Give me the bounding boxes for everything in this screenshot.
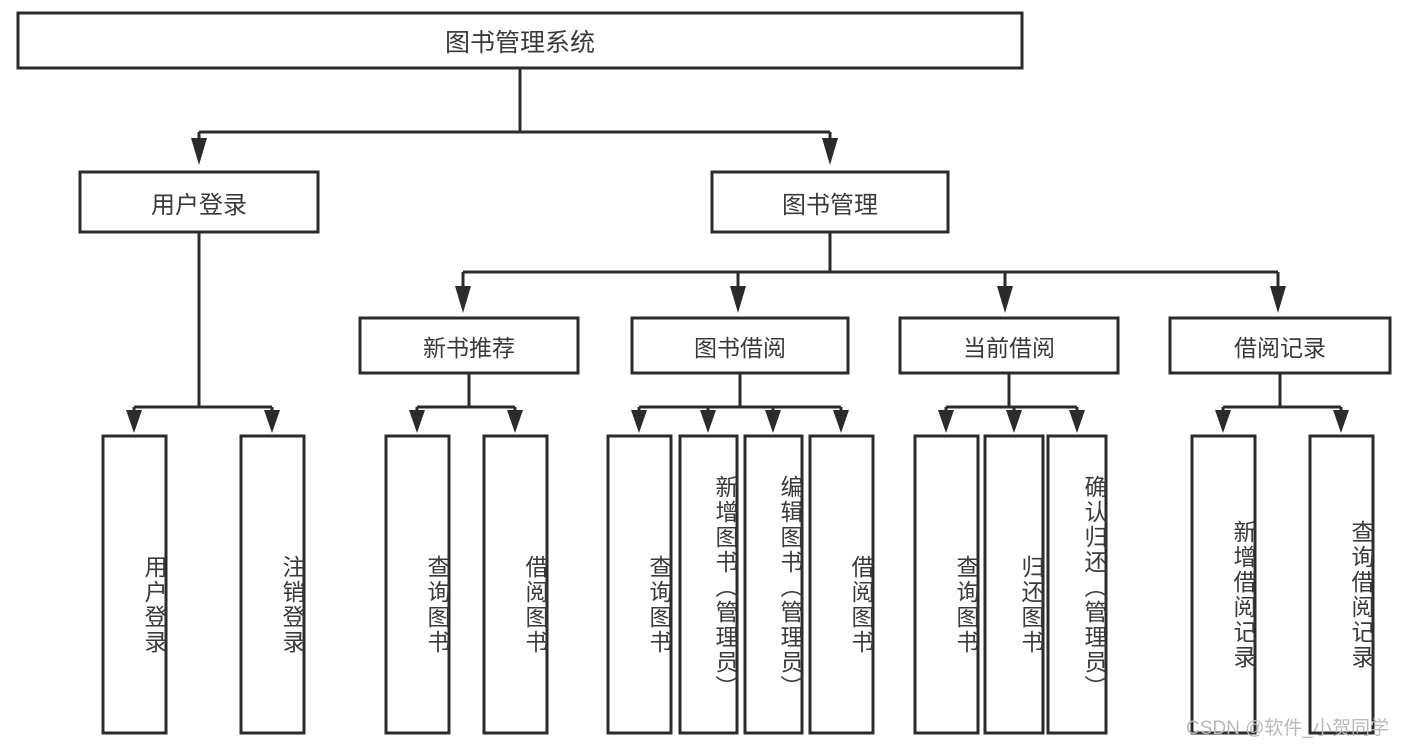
arrow-head-leaf-add-book-admin [700, 410, 716, 433]
node-box-leaf-user-login[interactable] [101, 434, 168, 735]
arrow-head-leaf-user-login [126, 410, 142, 433]
arrow-head-leaf-logout-login [264, 410, 280, 433]
connector-group-root [191, 68, 838, 165]
node-box-new-book-recommendation[interactable] [358, 316, 580, 375]
arrow-head-leaf-query-book-rec [409, 410, 425, 433]
node-box-book-management[interactable] [710, 170, 950, 234]
connector-group-borrow-record [1215, 373, 1349, 433]
arrow-head-leaf-borrow-book-rec [507, 410, 523, 433]
node-box-leaf-query-book-rec[interactable] [384, 434, 451, 735]
arrow-head-leaf-confirm-return-admin [1069, 410, 1085, 433]
node-box-leaf-borrow-book[interactable] [808, 434, 875, 735]
node-box-leaf-add-borrow-record[interactable] [1190, 434, 1257, 735]
connector-group-book-mgmt [455, 232, 1286, 313]
arrow-head-leaf-borrow-book [833, 410, 849, 433]
arrow-head-current-borrow [997, 286, 1013, 313]
arrow-head-book-mgmt [822, 138, 838, 165]
arrow-head-leaf-return-book [1006, 410, 1022, 433]
arrow-head-leaf-add-borrow-record [1215, 410, 1231, 433]
arrow-head-new-book-rec [455, 286, 471, 313]
node-box-leaf-query-book-current[interactable] [913, 434, 980, 735]
node-box-leaf-logout-login[interactable] [239, 434, 306, 735]
arrow-head-leaf-edit-book-admin [765, 410, 781, 433]
arrow-head-leaf-query-borrow-record [1333, 410, 1349, 433]
node-box-leaf-add-book-admin[interactable] [678, 434, 739, 735]
node-box-book-borrow[interactable] [630, 316, 850, 375]
connector-group-book-borrow [631, 373, 849, 433]
arrow-head-leaf-query-book-borrow [631, 410, 647, 433]
node-box-leaf-query-book-borrow[interactable] [606, 434, 673, 735]
node-box-leaf-confirm-return-admin[interactable] [1046, 434, 1108, 735]
arrow-head-book-borrow [730, 286, 746, 313]
connector-group-current-borrow [938, 373, 1085, 433]
arrow-head-leaf-query-book-current [938, 410, 954, 433]
connector-group-new-book-rec [409, 373, 523, 433]
node-box-current-borrow[interactable] [898, 316, 1120, 375]
node-box-leaf-query-borrow-record[interactable] [1308, 434, 1375, 735]
node-box-leaf-borrow-book-rec[interactable] [482, 434, 549, 735]
node-box-leaf-return-book[interactable] [983, 434, 1045, 735]
arrow-head-borrow-record [1270, 286, 1286, 313]
node-box-user-login[interactable] [78, 170, 320, 234]
node-box-root[interactable] [16, 11, 1024, 70]
node-box-leaf-edit-book-admin[interactable] [743, 434, 804, 735]
node-box-borrow-record[interactable] [1168, 316, 1392, 375]
connector-group-user-login [126, 232, 280, 433]
arrow-head-user-login [191, 138, 207, 165]
